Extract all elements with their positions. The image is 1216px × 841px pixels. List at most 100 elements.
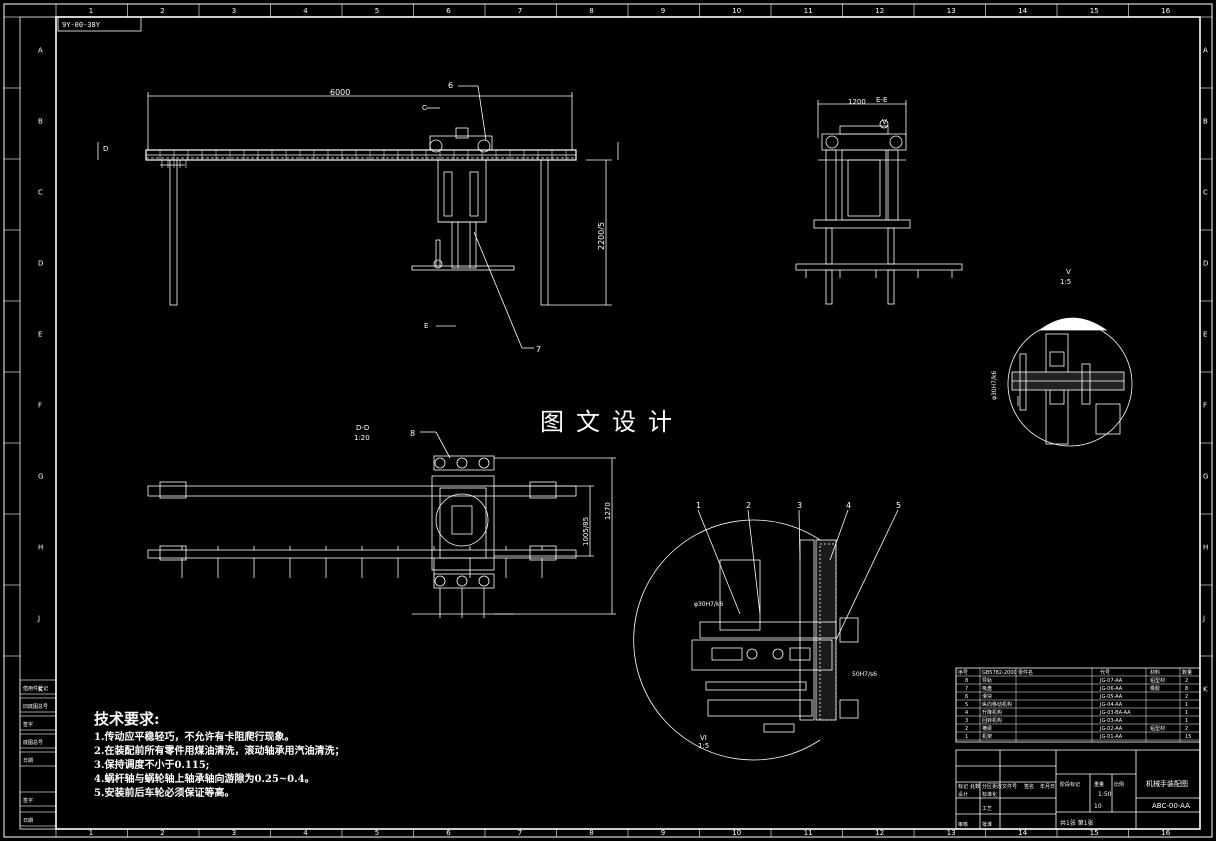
title-block-label: 更改文件号 — [992, 783, 1017, 790]
bom-header-cell: 数量 — [1182, 669, 1192, 676]
grid-col-label: 8 — [589, 7, 593, 15]
grid-col-label: 1 — [89, 829, 93, 837]
bom-cell-code: JG-01-AA — [1099, 734, 1123, 740]
balloon-6: 6 — [448, 81, 453, 90]
note-line: 4.蜗杆轴与蜗轮轴上轴承轴向游隙为0.25~0.4。 — [94, 774, 315, 785]
grid-row-label: K — [38, 686, 43, 694]
grid-row-label: H — [1203, 544, 1208, 552]
title-block-label: 签名 — [1024, 783, 1034, 790]
balloon-7: 7 — [536, 345, 541, 354]
front-view — [97, 85, 619, 349]
bom-cell-qty: 2 — [1185, 678, 1188, 684]
note-line: 1.传动应平稳轻巧，不允许有卡阻爬行现象。 — [94, 732, 295, 743]
bom-header-cell: 代号 — [1100, 669, 1110, 676]
bom-cell-code: JG-06-AA — [1099, 686, 1123, 692]
title-block-label: 审核 — [958, 821, 968, 828]
grid-col-label: 7 — [518, 829, 522, 837]
grid-col-label: 14 — [1018, 829, 1027, 837]
grid-row-label: A — [1203, 47, 1208, 55]
bom-cell-name: 吸盘 — [982, 685, 992, 692]
bom-cell-name: 导轨 — [982, 677, 992, 684]
side-view-label: E-E — [876, 96, 887, 104]
side-view — [795, 100, 963, 305]
grid-row-label: F — [1203, 402, 1207, 410]
bom-cell-qty: 2 — [1185, 694, 1188, 700]
bom-cell-name: 横梁 — [982, 725, 992, 732]
detail-v-label: V — [1066, 268, 1071, 276]
dim-length: 6000 — [330, 88, 350, 97]
stamp-label: 签字 — [23, 797, 33, 804]
plan-scale: 1:20 — [354, 434, 370, 442]
detail-vi-balloon: 2 — [746, 501, 751, 510]
stamp-label: 日期 — [23, 758, 33, 764]
title-block-label: 比例 — [1114, 781, 1124, 788]
stamp-label: 旧底图总号 — [23, 703, 48, 710]
title-block-label: 批准 — [982, 821, 992, 828]
side-balloon-v: V — [882, 118, 887, 126]
bom-cell-code: JG-05-AA — [1099, 694, 1123, 700]
grid-row-label: A — [38, 47, 43, 55]
grid-col-label: 10 — [732, 829, 741, 837]
grid-col-label: 8 — [589, 829, 593, 837]
plan-dim-inner: 1005/85 — [582, 517, 590, 546]
title-block-label: 工艺 — [982, 806, 992, 812]
bom-cell-no: 6 — [965, 694, 968, 700]
title-block-label: 标准化 — [982, 791, 997, 798]
plan-view — [147, 431, 616, 618]
grid-row-label: B — [38, 118, 43, 126]
detail-vi-dim-b: 50H7/s6 — [852, 671, 877, 678]
bom-cell-no: 3 — [965, 718, 968, 724]
grid-col-label: 13 — [947, 829, 956, 837]
bom-cell-name: 回转机构 — [982, 717, 1002, 724]
grid-col-label: 6 — [446, 829, 451, 837]
grid-row-label: B — [1203, 118, 1208, 126]
detail-v-dim: φ30H7/k6 — [991, 371, 998, 400]
grid-col-label: 2 — [160, 7, 164, 15]
grid-col-label: 11 — [804, 7, 813, 15]
detail-vi-balloon: 3 — [797, 501, 802, 510]
grid-row-label: D — [38, 260, 43, 268]
note-line: 5.安装前后车轮必须保证等高。 — [94, 788, 235, 799]
drawing-code: 9Y-00-38Y — [62, 21, 101, 29]
section-mark-c: C — [422, 104, 427, 112]
detail-vi-balloon: 4 — [846, 501, 851, 510]
grid-row-label: J — [37, 615, 40, 623]
bom-header-cell: GB5782-2000 — [982, 670, 1017, 676]
bom-cell-qty: 15 — [1185, 734, 1191, 740]
grid-row-label: H — [38, 544, 43, 552]
grid-col-label: 12 — [875, 7, 884, 15]
bom-cell-no: 4 — [965, 710, 968, 716]
grid-col-label: 12 — [875, 829, 884, 837]
title-block-label: 设计 — [958, 791, 968, 798]
bom-cell-code: JG-07-AA — [1099, 678, 1123, 684]
notes-title: 技术要求: — [94, 710, 160, 728]
plan-dim-outer: 1270 — [604, 502, 612, 520]
bom-cell-qty: 8 — [1185, 686, 1188, 692]
grid-col-label: 9 — [661, 829, 665, 837]
bom-cell-code: JG-04-AA — [1099, 702, 1123, 708]
bom-cell-qty: 1 — [1185, 702, 1188, 708]
bom-cell-name: 纵向移动机构 — [982, 701, 1012, 708]
section-mark-d: D — [103, 145, 108, 153]
detail-vi-balloon: 5 — [896, 501, 901, 510]
grid-col-label: 3 — [232, 7, 236, 15]
watermark-text: 图文设计 — [540, 408, 684, 436]
grid-row-label: F — [38, 402, 42, 410]
grid-col-label: 15 — [1090, 829, 1099, 837]
detail-vi — [633, 509, 899, 761]
grid-row-label: C — [38, 189, 43, 197]
drawing-number: ABC-00-AA — [1152, 802, 1190, 810]
bom-cell-no: 2 — [965, 726, 968, 732]
bom-cell-code: JG-02-AA — [1099, 726, 1123, 732]
bom-header-cell: 材料 — [1150, 669, 1160, 676]
grid-col-label: 16 — [1161, 829, 1170, 837]
stamp-label: 签字 — [23, 721, 33, 728]
bom-header-cell: 零件名 — [1018, 669, 1033, 676]
grid-row-label: C — [1203, 189, 1208, 197]
title-block-label: 标记 — [958, 783, 968, 790]
detail-vi-balloon: 1 — [696, 501, 701, 510]
grid-col-label: 4 — [303, 7, 308, 15]
bom-cell-no: 1 — [965, 734, 968, 740]
title-block-label: 阶段标记 — [1060, 781, 1080, 788]
